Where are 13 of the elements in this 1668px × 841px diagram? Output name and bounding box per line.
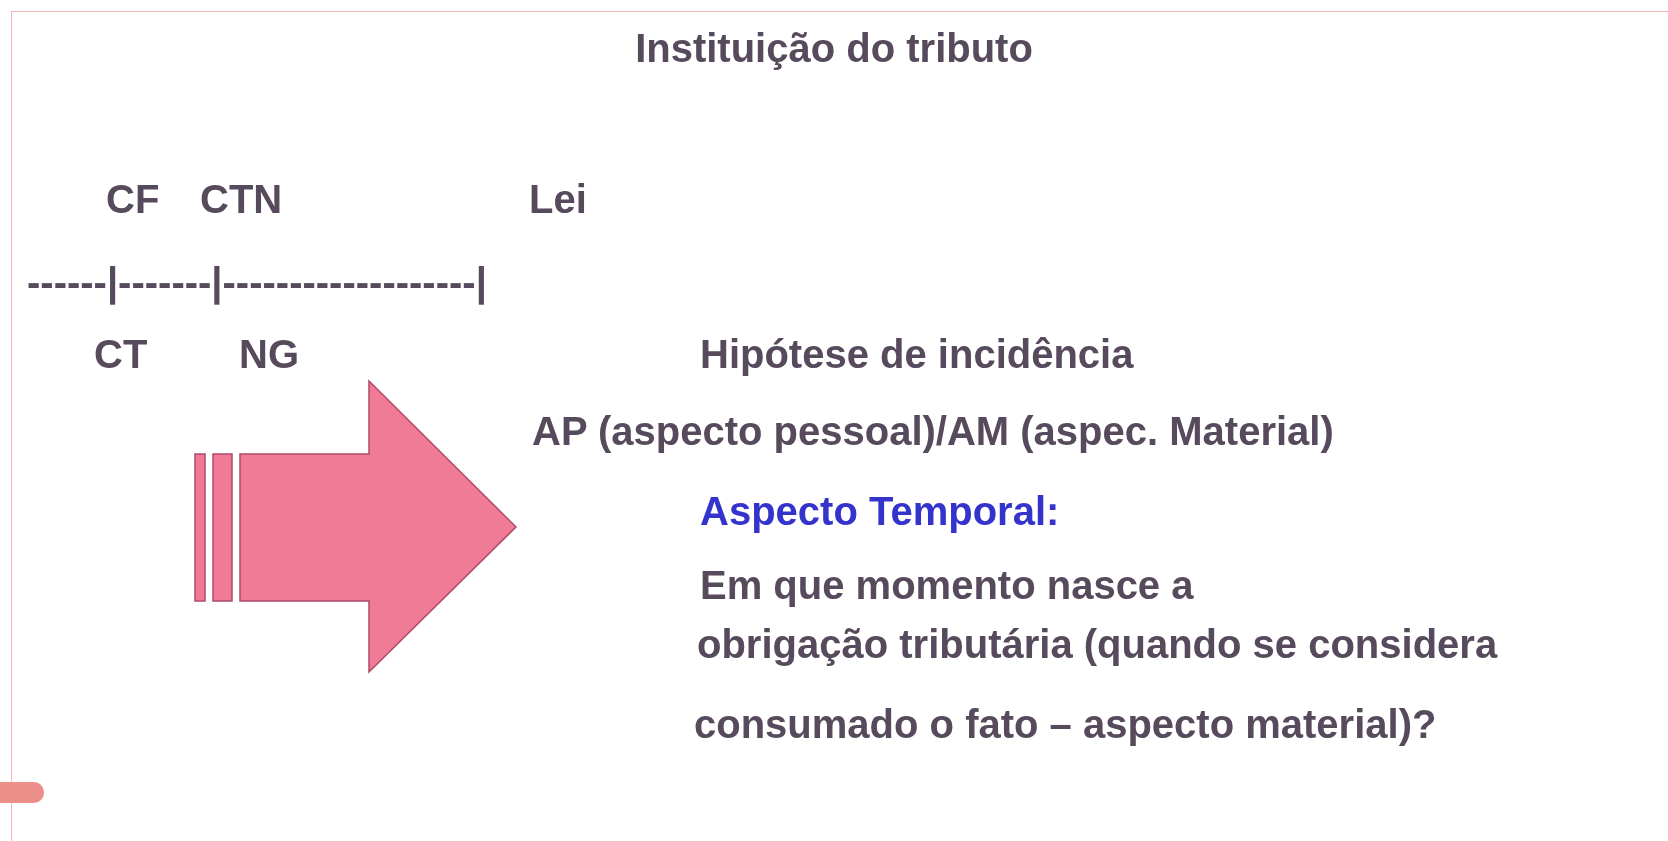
heading-text: Hipótese de incidência — [700, 331, 1134, 377]
timeline-label: CT — [94, 331, 148, 377]
timeline-label: CF — [106, 176, 160, 222]
body-text: Em que momento nasce a — [700, 562, 1194, 608]
timeline-label: CTN — [200, 176, 283, 222]
timeline-label: Lei — [529, 176, 587, 222]
subheading-text: Aspecto Temporal: — [700, 488, 1060, 534]
body-text: AP (aspecto pessoal)/AM (aspec. Material) — [532, 408, 1334, 454]
timeline-label: NG — [239, 331, 299, 377]
slide-title: Instituição do tributo — [634, 25, 1034, 71]
body-text: obrigação tributária (quando se considera — [697, 621, 1498, 667]
body-text: consumado o fato – aspecto material)? — [694, 701, 1437, 747]
timeline-text: ------|-------|-------------------| — [27, 259, 487, 305]
